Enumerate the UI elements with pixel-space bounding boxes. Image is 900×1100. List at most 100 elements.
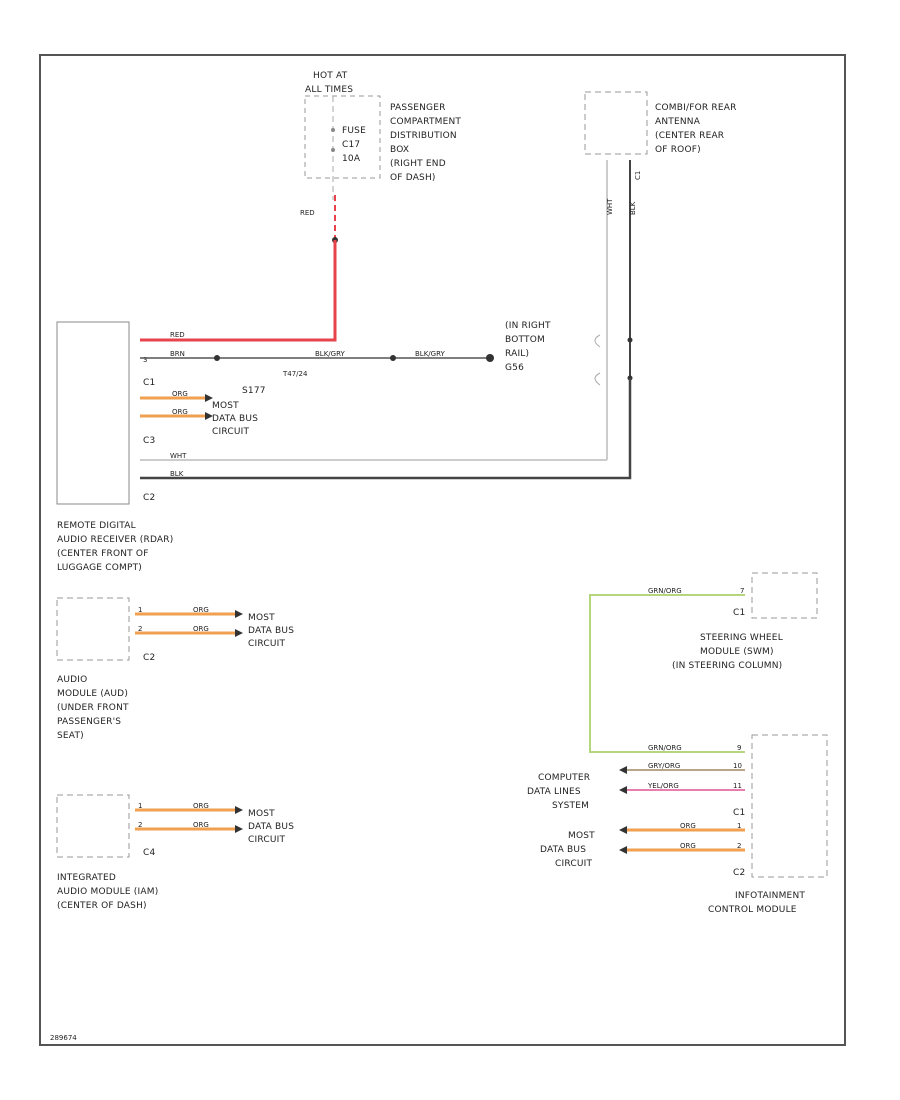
icm-pin-1: 9 [737,744,741,752]
icm-name-2: CONTROL MODULE [708,905,797,915]
antenna-splice-dot-1 [627,337,633,343]
iam-org-label-1: ORG [193,802,209,810]
integrated-audio-block: ORG ORG 1 2 C4 MOST DATA BUS CIRCUIT INT… [56,794,294,911]
receiver-connector-c3: C3 [143,436,155,446]
cdl-label-2: DATA LINES [527,787,581,797]
cdl-label-1: COMPUTER [538,773,590,783]
ground-junction-dot [390,355,396,361]
iam-name-3: (CENTER OF DASH) [57,901,147,911]
receiver-black-wire [140,378,632,480]
splice-label-1: S177 [242,386,266,396]
audio-most-arrow-1 [235,610,243,618]
iam-most-label-3: CIRCUIT [248,835,285,845]
ground-label-3: RAIL) [505,349,529,359]
receiver-most-label-2: DATA BUS [212,414,258,424]
receiver-most-label-3: CIRCUIT [212,427,249,437]
passenger-box-line-4: BOX [390,145,409,155]
icm-most-label-1: MOST [568,831,595,841]
blkgry-wire-label-1: BLK/GRY [315,350,345,358]
red-wire-label-vertical: RED [300,209,315,217]
fuse-label-2: C17 [342,140,360,150]
antenna-label-4: OF ROOF) [655,145,701,155]
passenger-box-line-3: DISTRIBUTION [390,131,457,141]
passenger-box-line-5: (RIGHT END [390,159,446,169]
icm-most-arrow-2 [619,846,627,854]
receiver-pin-brn: 3 [143,356,147,364]
receiver-blk-label: BLK [170,470,184,478]
fuse-box-outline [304,95,381,179]
audio-pin-2: 2 [138,625,142,633]
steering-green-wire [589,594,745,753]
receiver-most-arrow-2 [205,412,213,420]
icm-pink-arrow [619,786,627,794]
antenna-connector-label: C1 [634,171,642,180]
audio-name-3: (UNDER FRONT [57,703,129,713]
red-wire-label: RED [170,331,185,339]
icm-connector-c1: C1 [733,808,745,818]
icm-wire-label-3: YEL/ORG [647,782,679,790]
audio-most-label-1: MOST [248,613,275,623]
fuse-label-3: 10A [342,154,361,164]
receiver-name-4: LUGGAGE COMPT) [57,563,142,573]
ground-label: (IN RIGHT BOTTOM RAIL) G56 [505,321,551,373]
antenna-label-2: ANTENNA [655,117,701,127]
audio-most-arrow-2 [235,629,243,637]
iam-connector: C4 [143,848,155,858]
iam-org-label-2: ORG [193,821,209,829]
antenna-block: COMBI/FOR REAR ANTENNA (CENTER REAR OF R… [584,91,736,478]
steering-connector: C1 [733,608,745,618]
antenna-connector-arc-2 [594,372,601,386]
iam-most-arrow-2 [235,825,243,833]
hot-at-label-2: ALL TIMES [305,85,353,95]
receiver-connector-c1: C1 [143,378,155,388]
audio-module-box [56,597,130,661]
iam-most-label-1: MOST [248,809,275,819]
audio-name-1: AUDIO [57,675,87,685]
iam-name-2: AUDIO MODULE (IAM) [57,887,158,897]
computer-data-lines-label: COMPUTER DATA LINES SYSTEM [527,773,590,811]
receiver-connector-c2: C2 [143,493,155,503]
steering-pin: 7 [740,587,744,595]
iam-pin-1: 1 [138,802,142,810]
audio-name-5: SEAT) [57,731,84,741]
passenger-box-line-6: OF DASH) [390,173,436,183]
hot-at-label-1: HOT AT [313,71,348,81]
receiver-org-label-1: ORG [172,390,188,398]
steering-module-block: GRN/ORG 7 C1 STEERING WHEEL MODULE (SWM)… [589,572,818,753]
iam-most-arrow-1 [235,806,243,814]
antenna-wht-label: WHT [606,198,614,215]
infotainment-module-box [751,734,828,878]
antenna-blk-label: BLK [629,201,637,215]
ground-splice-dot [214,355,220,361]
receiver-name-3: (CENTER FRONT OF [57,549,149,559]
red-wire-path [140,240,337,342]
footer-code: 289674 [50,1034,77,1042]
icm-pin-5: 2 [737,842,741,850]
iam-name-1: INTEGRATED [57,873,116,883]
antenna-label-3: (CENTER REAR [655,131,724,141]
red-power-wire: RED RED [140,195,338,342]
steering-name-1: STEERING WHEEL [700,633,783,643]
passenger-box-line-2: COMPARTMENT [390,117,461,127]
icm-wire-label-5: ORG [680,842,696,850]
passenger-box-line-1: PASSENGER [390,103,446,113]
iam-pin-2: 2 [138,821,142,829]
steering-name-2: MODULE (SWM) [700,647,774,657]
icm-pin-4: 1 [737,822,741,830]
audio-pin-1: 1 [138,606,142,614]
blkgry-wire-label-2: BLK/GRY [415,350,445,358]
receiver-box [56,321,130,505]
receiver-org-label-2: ORG [172,408,188,416]
icm-most-label: MOST DATA BUS CIRCUIT [540,831,595,869]
steering-wire-label: GRN/ORG [648,587,682,595]
fuse-terminal-bottom [331,148,335,152]
splice-id-label: T47/24 [282,370,308,378]
receiver-most-label-1: MOST [212,401,239,411]
fuse-terminal-top [331,128,335,132]
diagram-frame [39,54,846,1046]
audio-org-label-2: ORG [193,625,209,633]
audio-org-label-1: ORG [193,606,209,614]
ground-label-4: G56 [505,363,524,373]
icm-gray-arrow [619,766,627,774]
